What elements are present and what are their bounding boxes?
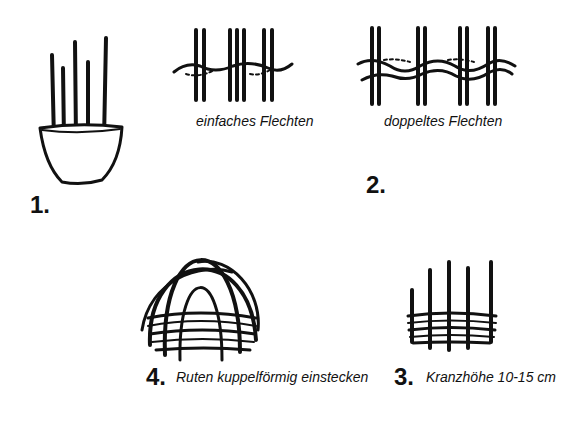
step-number: 3. — [394, 364, 414, 390]
dome-rods — [142, 260, 258, 360]
double-weave — [358, 28, 515, 104]
rim-with-rods — [408, 262, 496, 350]
single-weave — [174, 30, 292, 100]
step-caption: doppeltes Flechten — [384, 114, 502, 129]
step-number: 4. — [146, 364, 166, 390]
step-number: 2. — [366, 172, 386, 198]
step-caption: einfaches Flechten — [196, 114, 314, 129]
step-caption: Kranzhöhe 10-15 cm — [426, 370, 556, 385]
step-caption: Ruten kuppelförmig einstecken — [176, 370, 368, 385]
step-number: 1. — [30, 192, 50, 218]
rods-in-pot — [40, 38, 122, 184]
